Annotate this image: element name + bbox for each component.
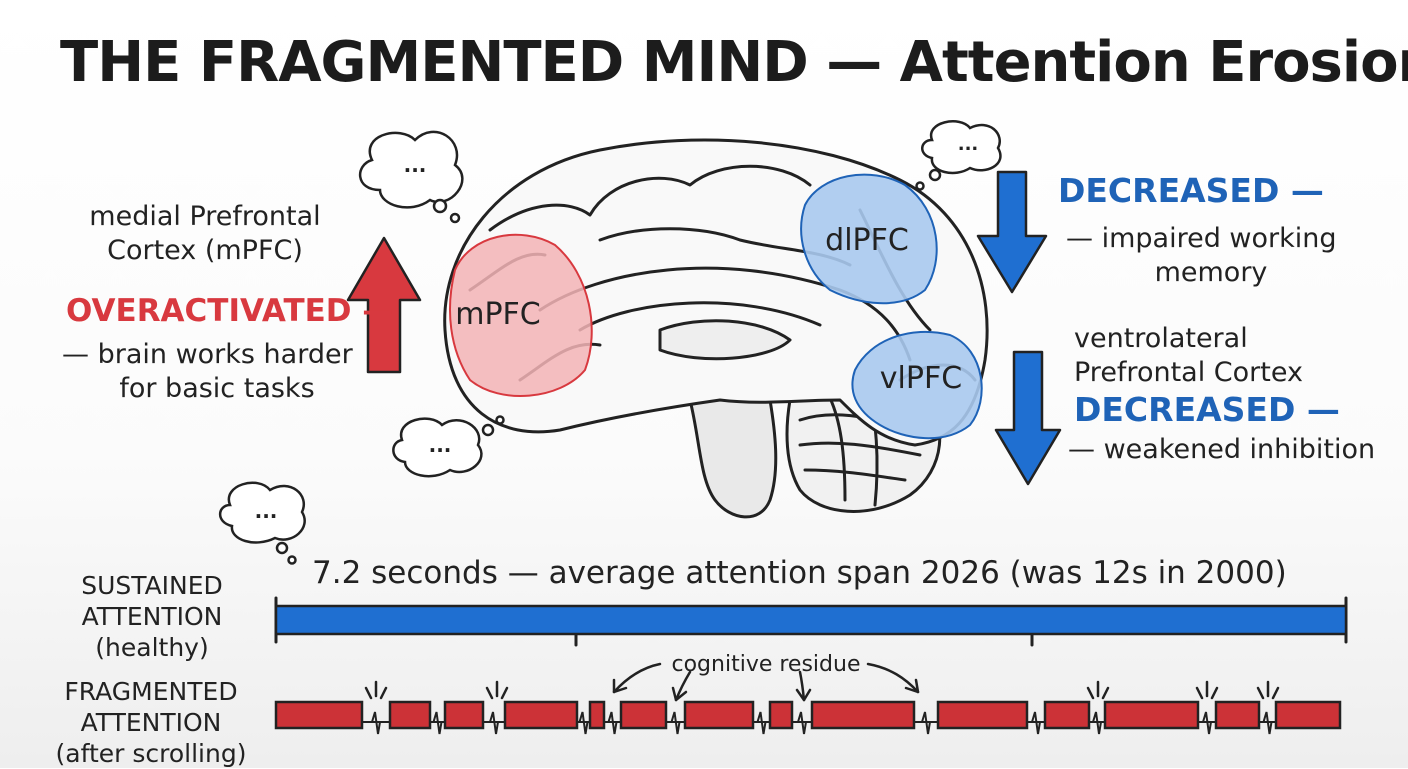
interruption-glitch — [1089, 711, 1105, 735]
vlpfc-status: DECREASED — — [1074, 390, 1340, 429]
interruption-glitch — [577, 711, 590, 735]
fragment-segment — [274, 700, 364, 730]
thought-bubble-icon — [915, 120, 1002, 191]
fragmented-line3: (after scrolling) — [55, 739, 247, 768]
residue-arrow — [674, 670, 692, 702]
fragment-segment — [936, 700, 1029, 730]
vlpfc-region — [851, 330, 983, 440]
interruption-glitch — [430, 711, 445, 735]
spark-icon — [1086, 680, 1110, 700]
spark-icon — [485, 680, 509, 700]
thought-bubble-text: ... — [403, 153, 427, 177]
vlpfc-region-name: ventrolateral Prefrontal Cortex — [1074, 322, 1303, 390]
fragment-segment — [388, 700, 432, 730]
mpfc-region-name: medial Prefrontal Cortex (mPFC) — [60, 200, 350, 268]
interruption-glitch — [666, 711, 685, 735]
spark-icon — [1195, 680, 1219, 700]
vlpfc-label: vlPFC — [879, 361, 963, 396]
fragment-segment — [503, 700, 579, 730]
fragmented-line1: FRAGMENTED — [64, 677, 238, 706]
interruption-glitch — [792, 711, 812, 735]
fragment-segment — [1103, 700, 1200, 730]
interruption-glitch — [914, 711, 938, 735]
sustained-line2: ATTENTION — [81, 602, 223, 631]
fragment-segment — [683, 700, 755, 730]
fragment-segment — [588, 700, 606, 730]
interruption-glitch — [1198, 711, 1216, 735]
dlpfc-label: dlPFC — [825, 223, 909, 258]
residue-arrow — [612, 662, 662, 694]
interruption-glitch — [753, 711, 770, 735]
overactivated-status: OVERACTIVATED — — [66, 293, 394, 329]
fragmented-line2: ATTENTION — [80, 708, 222, 737]
arrow-down-icon — [976, 170, 1048, 294]
sustained-attention-label: SUSTAINED ATTENTION (healthy) — [48, 570, 256, 663]
sustained-line3: (healthy) — [95, 633, 209, 662]
vlpfc-description: — weakened inhibition — [1068, 434, 1376, 465]
dlpfc-region — [800, 173, 938, 305]
attention-span-headline: 7.2 seconds — average attention span 202… — [312, 555, 1287, 591]
fragment-segment — [619, 700, 668, 730]
mpfc-desc-line1: — brain works harder — [62, 339, 353, 370]
interruption-glitch — [604, 711, 621, 735]
fragmented-attention-label: FRAGMENTED ATTENTION (after scrolling) — [34, 676, 268, 769]
interruption-sparks — [364, 680, 1280, 700]
fragment-segments — [274, 700, 1342, 735]
thought-bubble-text: ... — [957, 134, 979, 155]
fragment-segment — [1274, 700, 1342, 730]
thought-bubble-text: ... — [254, 499, 278, 523]
fragment-segment — [1043, 700, 1091, 730]
cognitive-residue-label: cognitive residue — [671, 652, 861, 677]
page-title: THE FRAGMENTED MIND — Attention Erosion — [60, 30, 1408, 95]
mpfc-name-line1: medial Prefrontal — [89, 201, 321, 232]
brainstem — [688, 398, 778, 519]
thought-bubble-text: ... — [428, 433, 452, 457]
arrow-down-icon — [994, 350, 1062, 486]
thought-bubble-icon — [358, 130, 464, 224]
sustained-line1: SUSTAINED — [81, 571, 223, 600]
fragment-segment — [443, 700, 485, 730]
arrow-up-icon — [346, 236, 422, 374]
mpfc-label: mPFC — [455, 297, 541, 332]
sustained-attention-bar — [274, 604, 1348, 636]
vlpfc-name-line2: Prefrontal Cortex — [1074, 357, 1303, 388]
fragment-segment — [1214, 700, 1261, 730]
vlpfc-name-line1: ventrolateral — [1074, 323, 1248, 354]
fragment-segment — [768, 700, 794, 730]
dlpfc-status: DECREASED — — [1058, 171, 1324, 210]
fragment-segment — [810, 700, 916, 730]
mpfc-region — [449, 233, 593, 397]
spark-icon — [364, 680, 388, 700]
mpfc-desc-line2: for basic tasks — [119, 373, 315, 404]
mpfc-description: — brain works harder for basic tasks — [62, 338, 372, 406]
dlpfc-description: — impaired working memory — [1066, 222, 1356, 290]
interruption-glitch — [1027, 711, 1045, 735]
interruption-glitch — [362, 711, 390, 735]
residue-arrows — [612, 662, 920, 702]
dlpfc-desc-line1: — impaired working — [1066, 223, 1337, 254]
spark-icon — [1256, 680, 1280, 700]
residue-arrow — [866, 662, 920, 694]
thought-bubble-icon — [218, 481, 306, 565]
interruption-glitch — [483, 711, 505, 735]
interruption-glitch — [1259, 711, 1276, 735]
dlpfc-desc-line2: memory — [1154, 257, 1268, 288]
mpfc-name-line2: Cortex (mPFC) — [107, 235, 303, 266]
thought-bubble-icon — [392, 415, 505, 478]
